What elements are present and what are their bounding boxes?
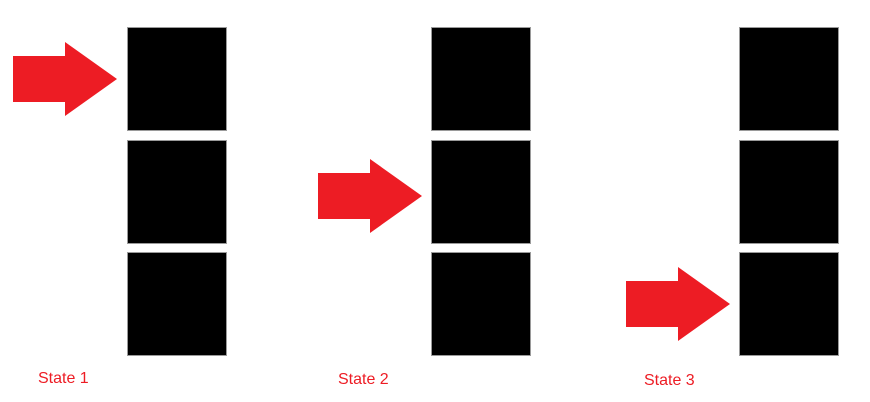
box-3	[739, 252, 839, 356]
state-2: State 2	[290, 0, 580, 402]
state-label: State 3	[644, 372, 695, 389]
box-1	[739, 27, 839, 131]
state-label: State 1	[38, 370, 89, 387]
box-3	[431, 252, 531, 356]
right-arrow-icon	[13, 42, 117, 116]
right-arrow-icon	[626, 267, 730, 341]
box-2	[431, 140, 531, 244]
box-1	[127, 27, 227, 131]
box-2	[739, 140, 839, 244]
box-3	[127, 252, 227, 356]
state-1: State 1	[0, 0, 290, 402]
box-2	[127, 140, 227, 244]
box-1	[431, 27, 531, 131]
right-arrow-icon	[318, 159, 422, 233]
state-label: State 2	[338, 371, 389, 388]
state-3: State 3	[580, 0, 870, 402]
